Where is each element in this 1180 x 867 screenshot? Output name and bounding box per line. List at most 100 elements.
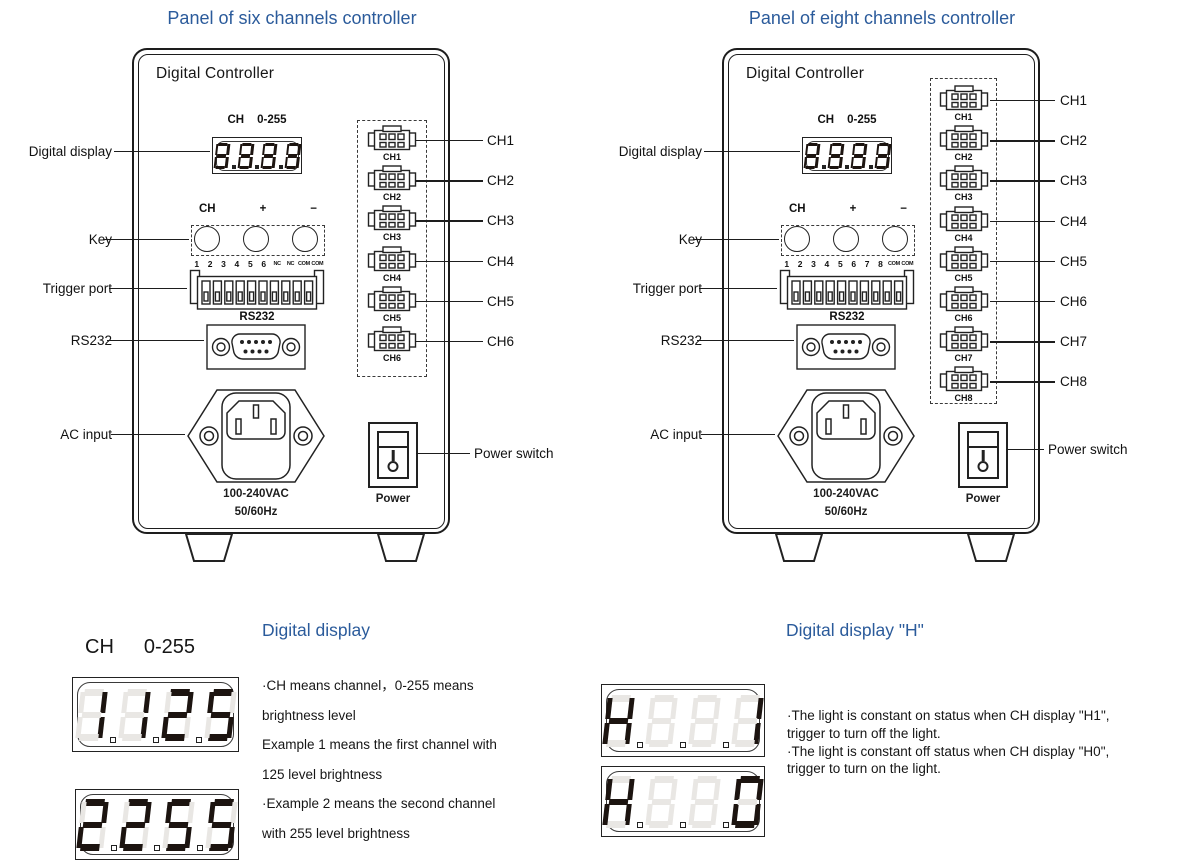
channel-connector: CH4 <box>939 205 989 246</box>
figure-title: Panel of eight channels controller <box>748 8 1016 28</box>
digital-display-h-heading: Digital display "H" <box>786 620 924 640</box>
connector-label: CH2 <box>954 152 973 163</box>
channel-connector: CH2 <box>939 125 989 165</box>
seven-segment-digit <box>213 142 230 169</box>
decimal-point <box>723 822 729 828</box>
callout-line <box>699 288 777 290</box>
channel-connector: CH1 <box>939 85 989 125</box>
decimal-point <box>231 165 236 169</box>
connector-label: CH5 <box>382 312 401 323</box>
ac-frequency-text: 50/60Hz <box>824 506 868 518</box>
channel-callout: CH3 <box>990 173 1087 213</box>
trigger-pin-label: 3 <box>221 259 226 269</box>
callout-line <box>990 220 1055 222</box>
figure-six-channels: Panel of six channels controller Digital… <box>0 0 590 578</box>
channel-connector: CH3 <box>939 165 989 205</box>
seven-segment-digit <box>602 775 635 828</box>
power-off-mark <box>387 460 399 472</box>
connector-drawing <box>367 326 417 352</box>
callout-line <box>109 288 187 290</box>
digital-display <box>802 137 892 174</box>
seven-segment-digit <box>260 142 277 169</box>
trigger-pin-label: COM <box>297 261 310 267</box>
example-display-h0 <box>601 766 765 837</box>
callout-line <box>990 260 1055 263</box>
display-header: CH 0-255 <box>212 114 302 126</box>
example-display-2255 <box>75 789 239 860</box>
channel-callout-label: CH1 <box>487 133 515 148</box>
channel-callout: CH2 <box>990 133 1087 173</box>
key-dashed-outline <box>191 225 325 256</box>
decimal-point <box>278 165 283 169</box>
key-buttons <box>194 226 318 252</box>
ac-voltage-text: 100-240VAC <box>223 488 289 500</box>
key-plus-button <box>243 226 269 252</box>
device-foot <box>774 533 824 562</box>
channel-callout-label: CH2 <box>487 173 515 189</box>
callout-line <box>103 239 189 241</box>
channel-connector: CH4 <box>367 245 417 286</box>
power-rocker <box>967 431 999 479</box>
display-header: CH 0-255 <box>802 114 892 126</box>
connector-label: CH7 <box>954 353 973 364</box>
connector-drawing <box>939 286 988 312</box>
channel-callout-label: CH1 <box>1060 93 1088 108</box>
callout-line <box>415 180 483 182</box>
ac-frequency-text: 50/60Hz <box>234 506 278 518</box>
power-on-mark <box>391 449 395 461</box>
connector-drawing <box>939 246 988 271</box>
callout-digital-display: Digital display <box>28 144 112 159</box>
decimal-point <box>154 845 160 851</box>
note-line: trigger to turn off the light. <box>787 725 941 741</box>
connector-label: CH1 <box>382 152 401 162</box>
seven-segment-digit <box>645 775 678 828</box>
key-label: + <box>259 203 267 215</box>
seven-segment-digit <box>119 798 152 851</box>
ac-inlet-drawing <box>187 389 325 483</box>
decimal-point <box>723 742 729 748</box>
channel-callout: CH5 <box>415 294 514 334</box>
callout-line <box>990 381 1055 383</box>
connector-label: CH2 <box>382 192 401 203</box>
trigger-pin-label: COM <box>901 261 914 267</box>
seven-segment-digit <box>731 775 764 828</box>
display-range-label: 0-255 <box>847 114 877 126</box>
seven-segment-digit <box>205 798 238 851</box>
key-minus-button <box>292 226 318 252</box>
seven-segment-digit <box>874 142 891 169</box>
seven-segment-digit <box>160 688 194 741</box>
callout-line <box>704 151 800 153</box>
callout-trigger-port: Trigger port <box>632 281 702 296</box>
callout-line <box>701 434 775 436</box>
key-minus-button <box>882 226 908 252</box>
callout-line <box>990 300 1055 303</box>
callout-ac-input: AC input <box>650 427 702 442</box>
example-ch-label: CH <box>85 636 114 658</box>
seven-segment-digit <box>602 694 635 747</box>
key-buttons <box>784 226 908 252</box>
connector-label: CH3 <box>382 232 401 243</box>
key-ch-button <box>194 226 220 252</box>
callout-rs232: RS232 <box>70 333 112 348</box>
device-foot <box>184 533 234 562</box>
key-label: − <box>900 203 907 215</box>
callout-rs232: RS232 <box>660 333 702 348</box>
channel-connector: CH6 <box>367 326 417 366</box>
connector-label: CH6 <box>382 352 401 363</box>
callout-line <box>415 140 483 142</box>
callout-key: Key <box>678 232 702 247</box>
decimal-point <box>637 822 643 828</box>
trigger-pin-label: 5 <box>247 259 253 269</box>
device-foot <box>376 533 426 562</box>
channel-callout: CH4 <box>415 254 514 294</box>
seven-segment-digit <box>827 142 844 169</box>
trigger-pin-label: 2 <box>797 259 803 269</box>
channel-callout-label: CH6 <box>1060 293 1088 309</box>
trigger-port-drawing <box>779 269 915 310</box>
note-line: Example 1 means the first channel with <box>262 737 497 752</box>
callout-line <box>416 453 470 455</box>
ac-inlet-drawing <box>777 389 915 483</box>
